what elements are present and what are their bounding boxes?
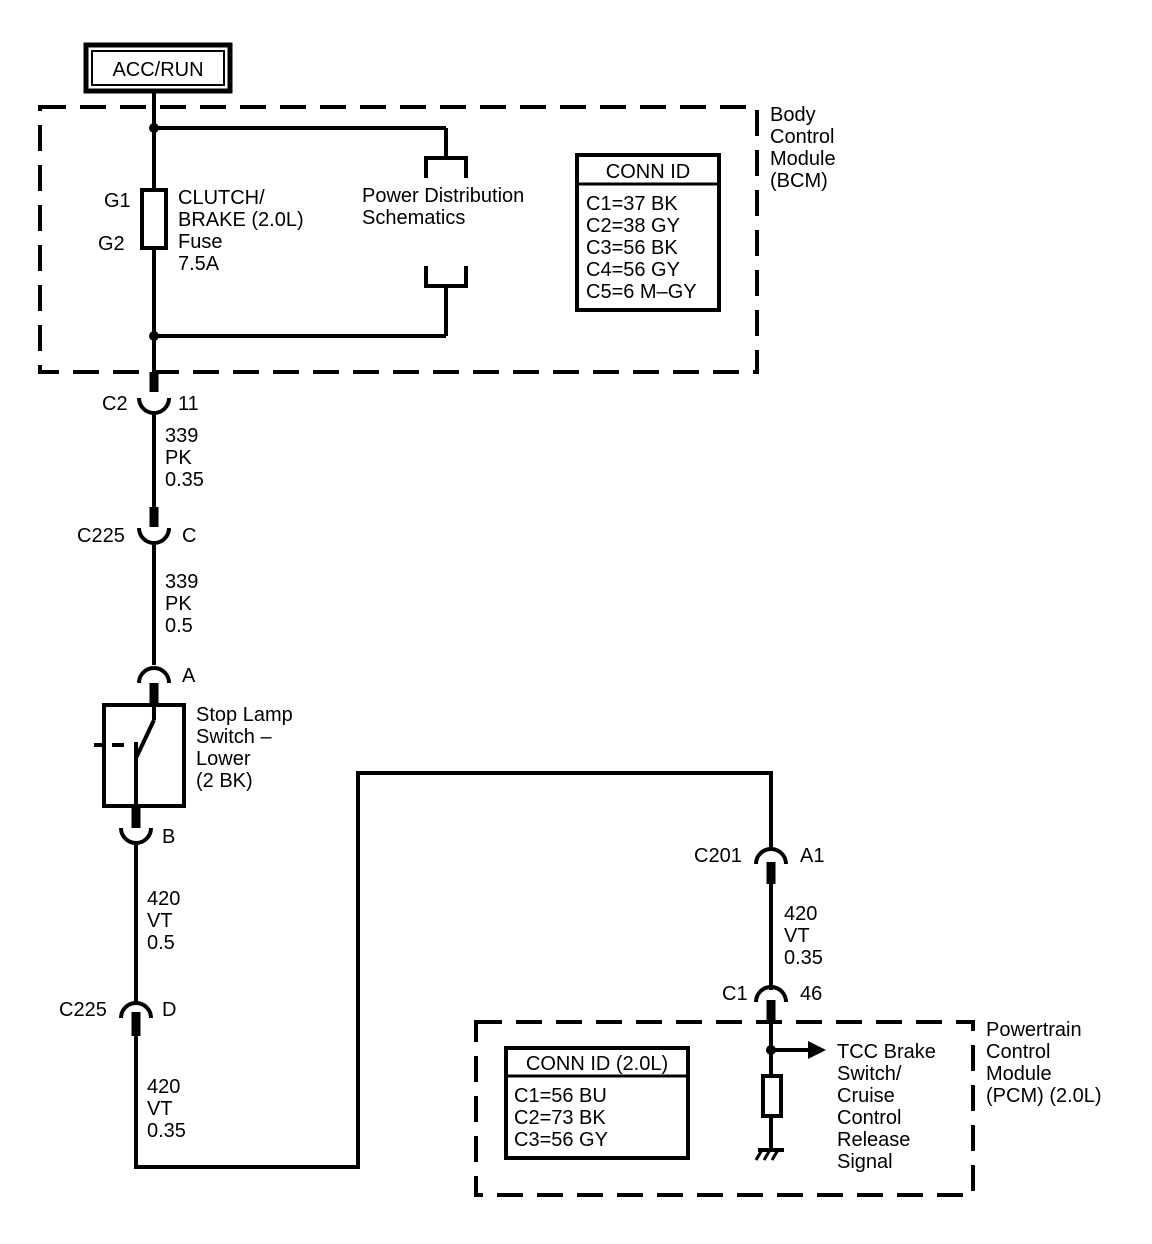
power-distribution-line-2: Schematics <box>362 207 465 229</box>
connector-c2-pin: 11 <box>178 393 199 415</box>
bcm-conn-id-row: C5=6 M–GY <box>586 281 697 303</box>
wire-2-size: 0.5 <box>165 615 193 637</box>
connector-c225-c: C225 C <box>77 507 196 665</box>
stop-lamp-switch-line-1: Stop Lamp <box>196 704 293 726</box>
wire-3-circuit: 420 <box>147 888 180 910</box>
bcm-name-line-2: Control <box>770 126 834 148</box>
splice-dot-top <box>149 123 159 133</box>
wire-2-color: PK <box>165 593 192 615</box>
switch-connector-a: A <box>137 665 196 706</box>
pcm-conn-id-row: C1=56 BU <box>514 1085 607 1107</box>
wire-4-size: 0.35 <box>147 1120 186 1142</box>
fuse-label-line-3: Fuse <box>178 231 222 253</box>
pcm-name-line-1: Powertrain <box>986 1019 1082 1041</box>
bcm-conn-id-table: CONN ID C1=37 BK C2=38 GY C3=56 BK C4=56… <box>575 153 721 312</box>
wire-4-circuit: 420 <box>147 1076 180 1098</box>
wire-3-size: 0.5 <box>147 932 175 954</box>
power-source-label: ACC/RUN <box>112 59 203 81</box>
connector-pcm-c1: C1 46 <box>722 983 822 1024</box>
stop-lamp-switch-line-3: Lower <box>196 748 251 770</box>
pull-down-resistor <box>761 1074 783 1118</box>
pcm-signal-line-6: Signal <box>837 1151 893 1173</box>
pcm-conn-id-table: CONN ID (2.0L) C1=56 BU C2=73 BK C3=56 G… <box>504 1046 690 1160</box>
bcm-conn-id-title: CONN ID <box>606 161 690 183</box>
wire-1-color: PK <box>165 447 192 469</box>
pcm-signal-line-4: Control <box>837 1107 901 1129</box>
pcm-name-line-4: (PCM) (2.0L) <box>986 1085 1102 1107</box>
connector-c201: C201 A1 <box>694 845 824 990</box>
switch-pin-a: A <box>182 665 196 687</box>
bcm-conn-id-row: C4=56 GY <box>586 259 680 281</box>
splice-dot-bottom <box>149 331 159 341</box>
signal-arrow-icon <box>808 1041 826 1059</box>
pcm-internal-circuit <box>754 1024 826 1161</box>
connector-c201-pin: A1 <box>800 845 824 867</box>
wire-1-size: 0.35 <box>165 469 204 491</box>
bcm-name-line-1: Body <box>770 104 816 126</box>
connector-pcm-c1-id: C1 <box>722 983 748 1005</box>
pcm-conn-id-row: C2=73 BK <box>514 1107 606 1129</box>
fuse-label-line-4: 7.5A <box>178 253 220 275</box>
fuse-label-line-2: BRAKE (2.0L) <box>178 209 304 231</box>
stop-lamp-switch-line-4: (2 BK) <box>196 770 253 792</box>
bcm-conn-id-row: C1=37 BK <box>586 193 678 215</box>
pcm-signal-line-2: Switch/ <box>837 1063 902 1085</box>
connector-c2-id: C2 <box>102 393 128 415</box>
pcm-conn-id-title: CONN ID (2.0L) <box>526 1053 668 1075</box>
wire-5-size: 0.35 <box>784 947 823 969</box>
switch-pin-b: B <box>162 826 175 848</box>
wire-5-circuit: 420 <box>784 903 817 925</box>
connector-c225-d-id: C225 <box>59 999 107 1021</box>
wire-5-color: VT <box>784 925 810 947</box>
connector-c225-c-pin: C <box>182 525 196 547</box>
pcm-conn-id-row: C3=56 GY <box>514 1129 608 1151</box>
pcm-module-boundary <box>474 1020 975 1197</box>
wire-2-circuit: 339 <box>165 571 198 593</box>
power-source-box: ACC/RUN <box>83 42 233 94</box>
connector-c225-d-pin: D <box>162 999 176 1021</box>
bcm-module-boundary <box>38 105 759 374</box>
switch-connector-b: B <box>119 806 175 1003</box>
bcm-conn-id-row: C2=38 GY <box>586 215 680 237</box>
fuse-terminal-g2: G2 <box>98 233 125 255</box>
power-distribution-line-1: Power Distribution <box>362 185 524 207</box>
connector-c225-d: C225 D <box>59 999 176 1036</box>
fuse-symbol <box>140 188 168 250</box>
bcm-name-line-4: (BCM) <box>770 170 828 192</box>
pcm-signal-line-1: TCC Brake <box>837 1041 936 1063</box>
connector-c201-id: C201 <box>694 845 742 867</box>
fuse-terminal-g1: G1 <box>104 190 131 212</box>
stop-lamp-switch <box>94 703 186 808</box>
bcm-conn-id-row: C3=56 BK <box>586 237 678 259</box>
bcm-internal-wiring <box>149 93 468 372</box>
pcm-signal-line-5: Release <box>837 1129 910 1151</box>
wire-1-circuit: 339 <box>165 425 198 447</box>
wire-4-color: VT <box>147 1098 173 1120</box>
wire-3-color: VT <box>147 910 173 932</box>
connector-c225-c-id: C225 <box>77 525 125 547</box>
pcm-name-line-2: Control <box>986 1041 1050 1063</box>
connector-c2: C2 11 <box>102 372 199 515</box>
stop-lamp-switch-line-2: Switch – <box>196 726 272 748</box>
pcm-signal-line-3: Cruise <box>837 1085 895 1107</box>
pcm-name-line-3: Module <box>986 1063 1052 1085</box>
connector-pcm-c1-pin: 46 <box>800 983 822 1005</box>
fuse-label-line-1: CLUTCH/ <box>178 187 265 209</box>
bcm-name-line-3: Module <box>770 148 836 170</box>
wire-route-to-pcm <box>134 771 773 1169</box>
